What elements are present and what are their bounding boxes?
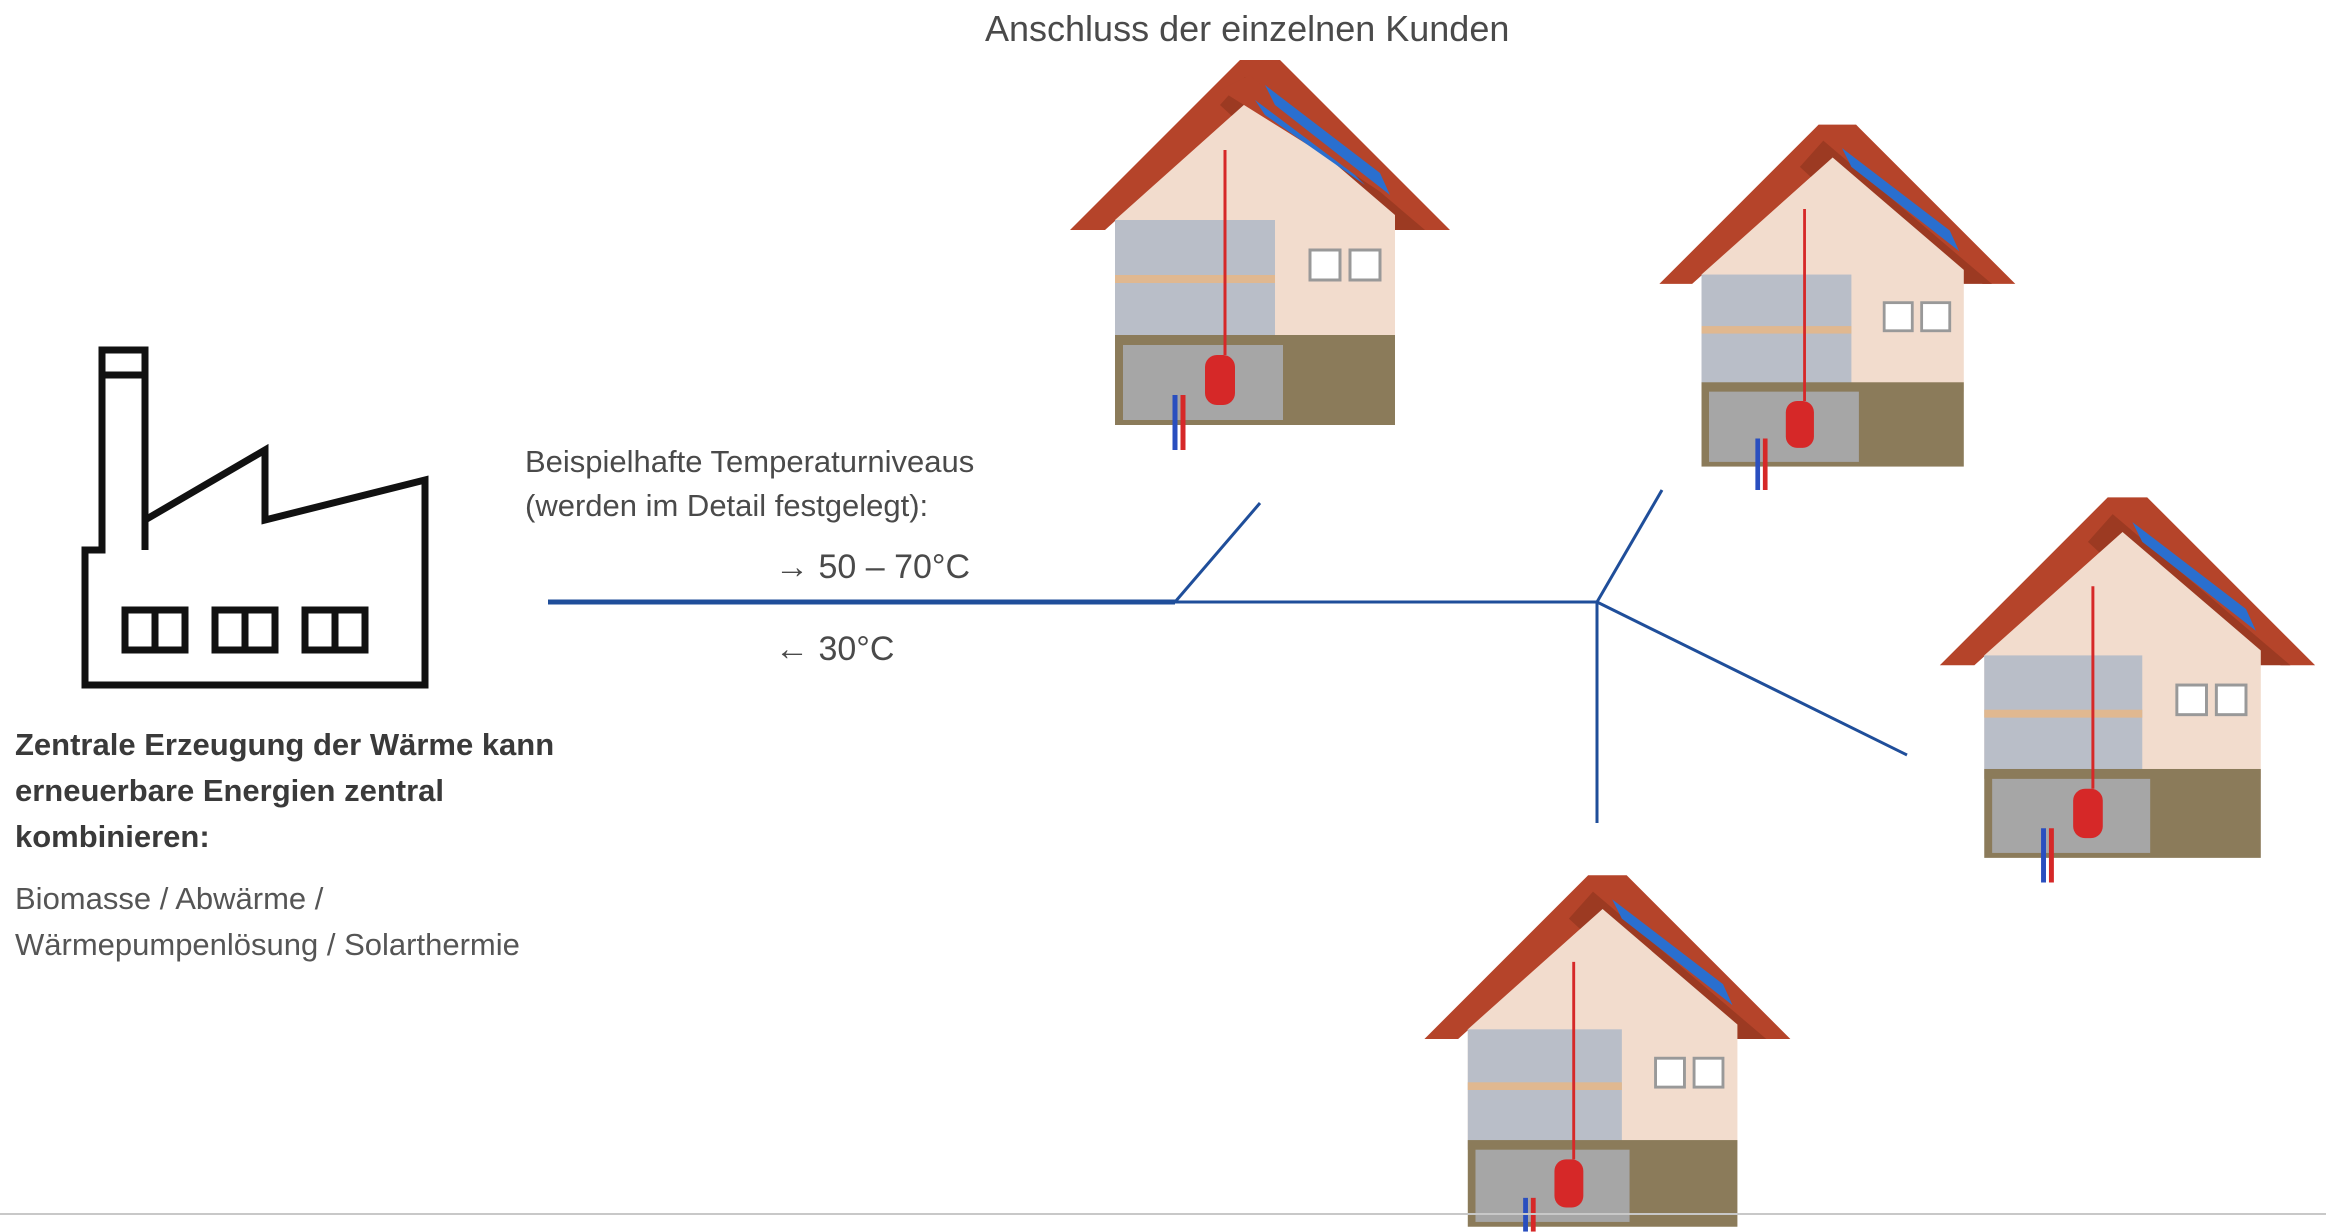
house-cutaway-1	[1070, 60, 1450, 450]
bottom-divider	[0, 1213, 2326, 1215]
diagram-title: Anschluss der einzelnen Kunden	[985, 8, 1510, 49]
temperature-heading: Beispielhafte Temperaturniveaus (werden …	[525, 440, 1125, 528]
house-cutaway-4	[1424, 875, 1791, 1232]
temperature-heading-line2: (werden im Detail festgelegt):	[525, 488, 929, 523]
generation-sources: Biomasse / Abwärme / Wärmepumpenlösung /…	[15, 876, 615, 968]
sources-line2: Wärmepumpenlösung / Solarthermie	[15, 927, 520, 962]
generation-heading: Zentrale Erzeugung der Wärme kann erneue…	[15, 727, 555, 854]
house-cutaway-3	[1939, 497, 2316, 883]
supply-temperature: → 50 – 70°C	[775, 548, 971, 586]
house-cutaway-2	[1659, 124, 2016, 490]
temperature-heading-line1: Beispielhafte Temperaturniveaus	[525, 444, 975, 479]
return-temperature: ← 30°C	[775, 630, 895, 668]
factory-icon	[81, 346, 429, 689]
sources-line1: Biomasse / Abwärme /	[15, 881, 324, 916]
